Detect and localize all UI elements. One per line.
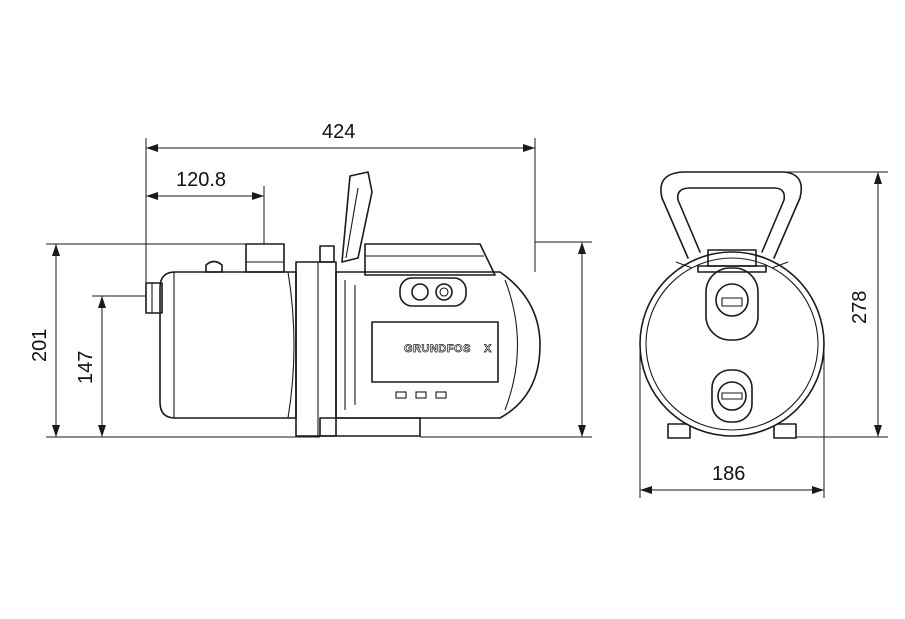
cable-gland-housing	[399, 277, 467, 307]
flange	[295, 261, 337, 437]
dim-147-label: 147	[75, 351, 97, 384]
front-inlet-slot	[721, 297, 743, 307]
front-foot-right	[773, 423, 797, 439]
dim-278-label: 278	[849, 291, 871, 324]
front-foot-left	[667, 423, 691, 439]
front-view	[639, 171, 825, 439]
flange-top	[319, 245, 335, 263]
motor-body	[335, 271, 541, 419]
front-drain-port	[711, 369, 753, 423]
arrowhead	[874, 425, 882, 437]
housing-curve	[287, 271, 295, 419]
label-plate	[371, 321, 499, 383]
motor-cap-line	[504, 279, 519, 411]
pump-housing	[159, 271, 297, 419]
front-drain-slot	[721, 392, 743, 400]
arrowhead	[146, 192, 158, 200]
arrowhead	[578, 242, 586, 254]
vent-slot	[435, 391, 447, 399]
cable-gland-left	[411, 283, 429, 301]
brand-logo-text: GRUNDFOS	[404, 343, 471, 355]
arrowhead	[812, 486, 824, 494]
arrowhead	[874, 172, 882, 184]
arrowhead	[52, 425, 60, 437]
arrowhead	[52, 244, 60, 256]
side-dimensions: 424 120.8 201 147	[29, 121, 592, 438]
front-handle-inner	[676, 187, 786, 253]
front-handle-outer	[660, 171, 803, 259]
terminal-box	[364, 243, 496, 276]
base-plate	[319, 417, 421, 437]
handle-edge	[345, 187, 359, 259]
front-dimensions: 278 186	[639, 171, 888, 498]
dim-201-label: 201	[29, 329, 51, 362]
cable-gland-inner	[439, 287, 449, 297]
brand-logo-symbol: X	[484, 343, 492, 355]
dim-120-8-label: 120.8	[176, 169, 226, 191]
arrowhead	[523, 144, 535, 152]
front-outlet-flange	[697, 265, 767, 273]
front-clip-left	[675, 261, 693, 269]
arrowhead	[98, 296, 106, 308]
vent-slot	[395, 391, 407, 399]
front-inlet-bore	[715, 283, 749, 317]
arrowhead	[146, 144, 158, 152]
side-view: GRUNDFOS X	[145, 171, 541, 437]
front-body-rim	[645, 257, 819, 431]
carry-handle	[341, 171, 373, 263]
front-body	[639, 251, 825, 437]
arrowhead	[252, 192, 264, 200]
dim-424-label: 424	[322, 121, 355, 143]
cable-gland-right	[435, 283, 453, 301]
discharge-outlet	[245, 243, 285, 273]
front-inlet-port	[705, 267, 759, 341]
priming-plug	[205, 260, 223, 273]
arrowhead	[98, 425, 106, 437]
vent-slot	[415, 391, 427, 399]
front-clip-right	[771, 261, 789, 269]
arrowhead	[640, 486, 652, 494]
suction-inlet	[145, 282, 163, 314]
front-drain-plug	[717, 381, 747, 411]
arrowhead	[578, 425, 586, 437]
dim-186-label: 186	[712, 463, 745, 485]
